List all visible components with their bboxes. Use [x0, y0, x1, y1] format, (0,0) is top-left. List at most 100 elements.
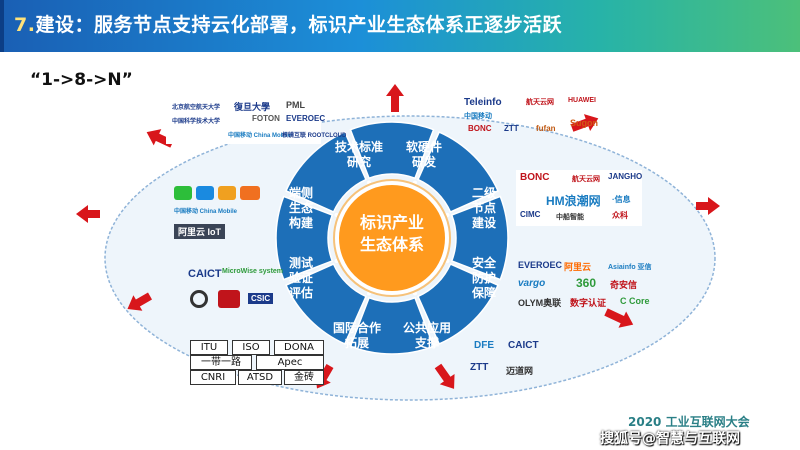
- logo-xinxi: ·信息: [612, 195, 631, 204]
- ring-segment-1: [417, 131, 499, 213]
- seg4-line1: 公共应用: [402, 321, 451, 335]
- logo-teleinfo: Teleinfo: [464, 97, 502, 108]
- logo-pml: PML: [286, 100, 305, 110]
- wechat-icon: [174, 186, 192, 200]
- logo-360: 360: [576, 276, 597, 290]
- logo-ustc: 中国科学技术大学: [172, 119, 221, 125]
- alipay-icon: [196, 186, 214, 200]
- center-label-line2: 生态体系: [359, 235, 424, 254]
- segment-ring: [275, 121, 509, 355]
- segment-label-security: 安全防护保障: [462, 256, 506, 301]
- logo-microwise: MicroWise system: [222, 268, 284, 275]
- logo-everoec-top: EVEROEC: [286, 114, 326, 123]
- ring-segment-3: [417, 263, 499, 345]
- logo-buaa: 北京航空航天大学: [172, 105, 221, 111]
- ring-segment-4: [349, 296, 435, 355]
- logo-china-mobile-tr: 中国移动: [464, 113, 492, 120]
- seg4-line2: 支撑: [414, 336, 439, 350]
- logo-cluster-left-lower: CAICT MicroWise system CSIC: [186, 266, 283, 312]
- app-icon-orange2: [240, 186, 260, 200]
- logo-caict-br: CAICT: [508, 340, 539, 351]
- logo-bonc-tr: BONC: [468, 124, 492, 133]
- seg6-line1: 测试: [288, 256, 313, 270]
- app-icon-orange: [218, 186, 236, 200]
- title-number: 7.: [14, 14, 36, 36]
- ring-segment-2: [450, 195, 509, 281]
- logo-foton: FOTON: [252, 114, 280, 123]
- logo-cimc: CIMC: [520, 210, 541, 219]
- tag-itu: ITU: [190, 340, 228, 355]
- arrow-lower-right-shape: [604, 308, 634, 328]
- seg3-line3: 保障: [471, 286, 496, 300]
- arrow-left: [76, 205, 100, 223]
- logo-china-mobile-top: 中国移动 China Mobile: [228, 133, 292, 139]
- logo-rootcloud: 根镜互联 ROOTCLOUD: [282, 133, 347, 139]
- logo-aliyun-rl: 阿里云: [564, 262, 592, 272]
- seg7-line2: 生态: [288, 201, 313, 215]
- logo-maidao: 迈道网: [506, 366, 534, 376]
- logo-dfe: DFE: [474, 340, 494, 351]
- logo-cluster-right-upper: BONC 航天云网 JANGHO HM浪潮网 ·信息 CIMC 中船智能 众科: [516, 170, 642, 226]
- arrow-upper-right: [570, 114, 599, 132]
- seg5-line2: 拓展: [344, 336, 369, 350]
- logo-aliyun-iot: 阿里云 IoT: [174, 224, 225, 239]
- logo-olym: OLYM奥联: [518, 298, 562, 308]
- tag-cnri: CNRI: [190, 370, 236, 385]
- logo-huawei: HUAWEI: [568, 97, 596, 104]
- page-title: 7.建设：服务节点支持云化部署，标识产业生态体系正逐步活跃: [14, 10, 562, 37]
- logo-casicloud-ru: 航天云网: [572, 176, 600, 183]
- seg3-line1: 安全: [471, 256, 496, 270]
- seg6-line2: 验证: [288, 271, 313, 285]
- seg2-line3: 建设: [471, 216, 496, 230]
- arrow-lower-left-shape: [127, 292, 152, 311]
- logo-china-mobile-lu: 中国移动 China Mobile: [174, 209, 238, 215]
- arrow-right-upper-shape: [696, 197, 720, 215]
- arrow-bottom-right: [434, 363, 455, 389]
- logo-cluster-bottom-right: DFE CAICT ZTT 迈道网: [468, 340, 548, 382]
- segment-label-intl-cooperation: 国际合作拓展: [325, 321, 389, 351]
- seg0-line1: 技术标准: [334, 140, 383, 154]
- arrow-right-upper: [696, 197, 720, 215]
- logo-casicloud-top: 航天云网: [526, 99, 554, 106]
- event-logo: 2020 工业互联网大会: [628, 415, 750, 429]
- arrow-up: [386, 84, 404, 112]
- seg6-line3: 评估: [288, 286, 313, 300]
- logo-bonc-ru: BONC: [520, 172, 550, 183]
- logo-caict-ll: CAICT: [188, 268, 222, 280]
- red-shield-icon: [218, 290, 240, 308]
- seg1-line1: 软硬件: [405, 140, 442, 154]
- logo-ztt-br: ZTT: [470, 362, 489, 373]
- tag-brics: 金砖: [284, 370, 324, 385]
- ring-segment-5: [285, 263, 367, 345]
- logo-ztt-tr: ZTT: [504, 124, 519, 133]
- seg1-line2: 研发: [411, 155, 436, 169]
- title-text: 建设：服务节点支持云化部署，标识产业生态体系正逐步活跃: [35, 14, 562, 36]
- center-label: 标识产业 生态体系: [346, 212, 438, 256]
- logo-shuzirenzheng: 数字认证: [570, 298, 607, 308]
- segment-label-software-hardware: 软硬件研发: [392, 140, 456, 170]
- arrow-left-shape: [76, 205, 100, 223]
- logo-everoec-rl: EVEROEC: [518, 260, 563, 270]
- segment-label-secondary-node: 二级节点建设: [462, 186, 506, 231]
- logo-zhongchuan: 中船智能: [556, 214, 584, 221]
- seg5-line1: 国际合作: [332, 321, 381, 335]
- arrow-up-shape: [386, 84, 404, 112]
- title-bar: 7.建设：服务节点支持云化部署，标识产业生态体系正逐步活跃: [0, 0, 800, 52]
- logo-qianxin: 奇安信: [610, 280, 638, 290]
- segment-label-edge-ecosystem: 端侧生态构建: [279, 186, 323, 231]
- center-label-line1: 标识产业: [359, 213, 424, 232]
- tag-belt-road: 一带一路: [190, 355, 252, 370]
- logo-jangho: JANGHO: [608, 172, 643, 181]
- logo-fudan: 復旦大學: [234, 102, 271, 112]
- segment-label-tech-standard: 技术标准研究: [327, 140, 391, 170]
- tag-apec: Apec: [256, 355, 324, 370]
- title-accent-stripe: [0, 0, 4, 52]
- ring-segment-7: [285, 131, 367, 213]
- seg0-line2: 研究: [346, 155, 371, 169]
- center-circle: [339, 185, 445, 291]
- tag-iso: ISO: [232, 340, 270, 355]
- segment-label-public-app: 公共应用支撑: [395, 321, 459, 351]
- ring-segment-0: [349, 121, 435, 180]
- logo-sugon: Sugon: [570, 118, 598, 128]
- arrow-bottom-right-shape: [434, 363, 455, 389]
